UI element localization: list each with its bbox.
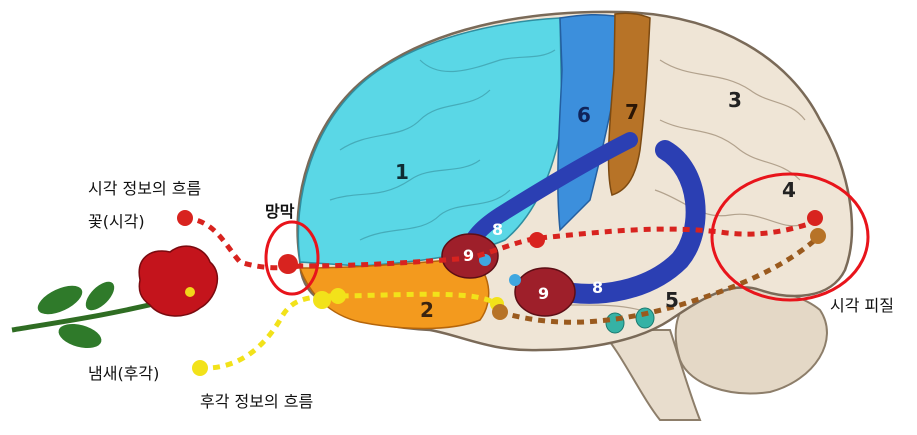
region-9-lower-label: 9 bbox=[538, 284, 549, 303]
rose-center bbox=[185, 287, 195, 297]
rose-leaf-2 bbox=[81, 277, 119, 315]
brown-end-dot bbox=[810, 228, 826, 244]
region-5-label: 5 bbox=[665, 288, 679, 312]
rose-bloom bbox=[139, 246, 217, 316]
rose-illustration bbox=[12, 246, 217, 352]
visual-mid-dot bbox=[529, 232, 545, 248]
olfactory-bulb-dot-1 bbox=[313, 291, 331, 309]
retina-dot bbox=[278, 254, 298, 274]
rose-leaf-3 bbox=[56, 320, 104, 353]
olfactory-flow-label: 후각 정보의 흐름 bbox=[200, 388, 313, 412]
small-node-lower bbox=[509, 274, 521, 286]
brown-start-dot bbox=[492, 304, 508, 320]
region-2-label: 2 bbox=[420, 298, 434, 322]
teal-node-2 bbox=[636, 308, 654, 328]
region-6-label: 6 bbox=[577, 103, 591, 127]
visual-cortex-label: 시각 피질 bbox=[830, 292, 894, 316]
olfactory-bulb-dot-2 bbox=[330, 288, 346, 304]
flower-visual-label: 꽃(시각) bbox=[88, 208, 145, 232]
region-9-upper-label: 9 bbox=[463, 246, 474, 265]
smell-dot bbox=[192, 360, 208, 376]
region-1-label: 1 bbox=[395, 160, 409, 184]
region-4-label: 4 bbox=[782, 178, 796, 202]
region-3-label: 3 bbox=[728, 88, 742, 112]
region-8-lower-label: 8 bbox=[592, 278, 603, 297]
flower-visual-dot bbox=[177, 210, 193, 226]
region-8-upper-label: 8 bbox=[492, 220, 503, 239]
region-7-label: 7 bbox=[625, 100, 639, 124]
smell-label: 냄새(후각) bbox=[88, 360, 159, 384]
visual-cortex-dot bbox=[807, 210, 823, 226]
retina-label: 망막 bbox=[265, 198, 294, 222]
visual-flow-label: 시각 정보의 흐름 bbox=[88, 175, 201, 199]
rose-leaf-1 bbox=[34, 280, 87, 320]
